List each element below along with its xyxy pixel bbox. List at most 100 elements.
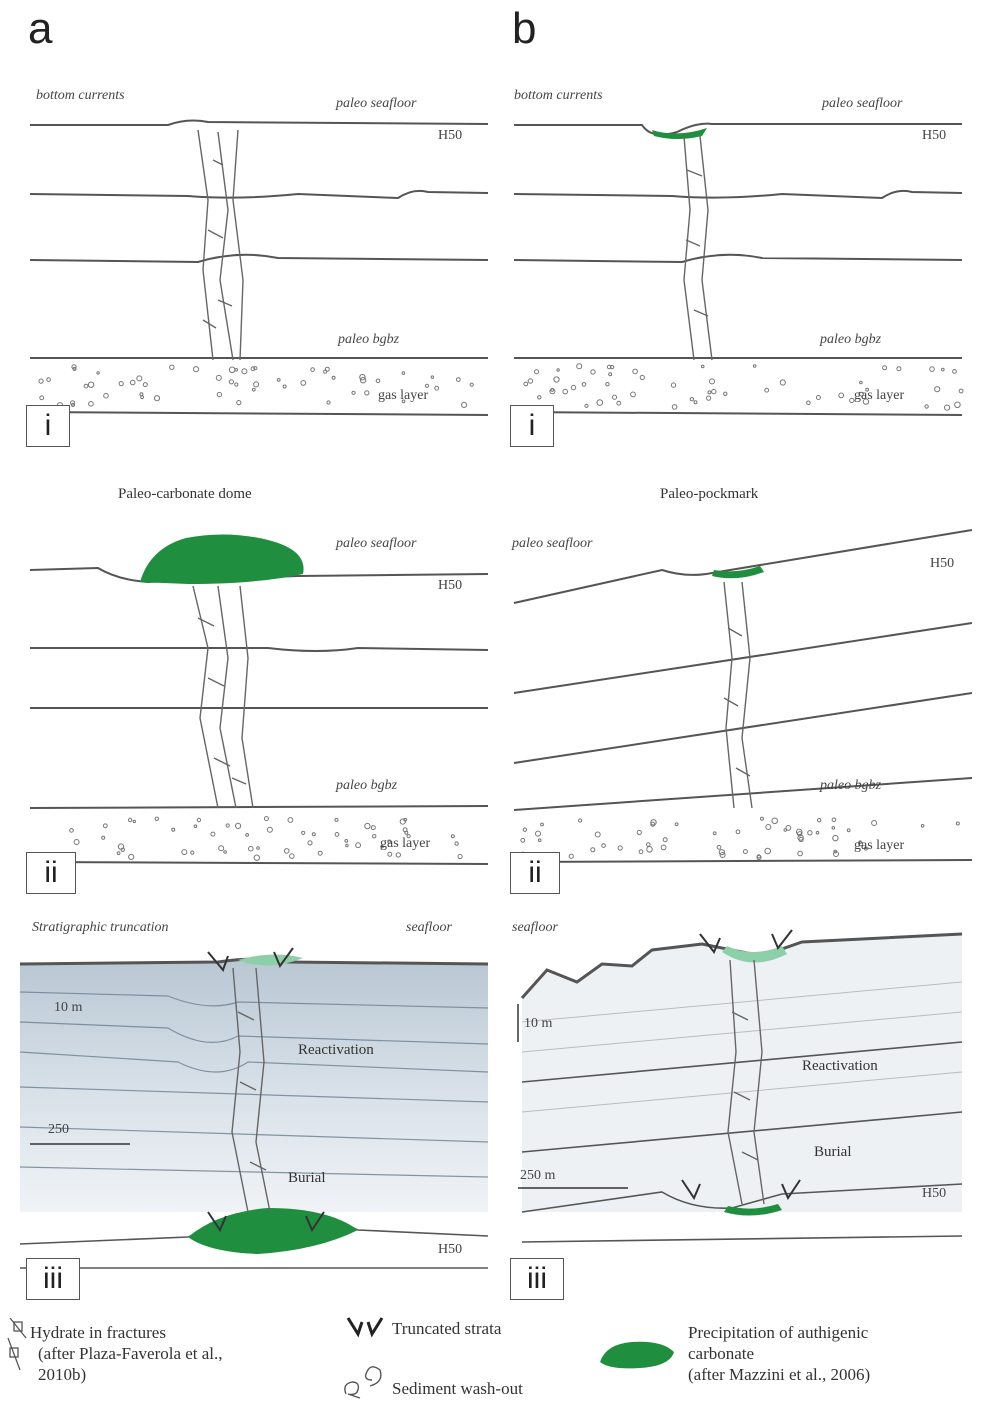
gas-bubble (335, 833, 339, 837)
gas-bubble (97, 372, 99, 374)
gas-bubble (661, 845, 666, 850)
gas-bubble (935, 387, 940, 392)
gas-bubble (930, 367, 935, 372)
panel-b-ii: Paleo-pockmark paleo seafloor H50 paleo … (502, 478, 972, 898)
gas-bubble (808, 831, 812, 835)
label-burial: Burial (288, 1170, 326, 1187)
gas-bubble (690, 398, 693, 401)
gas-bubble (458, 854, 462, 858)
gas-bubble (786, 826, 791, 831)
gas-bubble (833, 835, 838, 840)
carbonate-patch (652, 128, 707, 139)
panel-number-box: ii (510, 852, 560, 894)
gas-bubble (88, 382, 93, 387)
gas-bubble (365, 391, 369, 395)
gas-bubble (39, 379, 43, 383)
gas-bubble (557, 369, 559, 371)
gas-bubble (217, 392, 221, 396)
gas-bubble (405, 831, 408, 834)
legend-carbonate-line1: Precipitation of authigenic (688, 1322, 870, 1343)
gas-bubble (172, 828, 175, 831)
legend-hydrate-line2: (after Plaza-Faverola et al., (30, 1343, 223, 1364)
gas-bubble (133, 820, 135, 822)
gas-bubble (224, 851, 227, 854)
gas-bubble (154, 396, 159, 401)
gas-bubble (956, 822, 959, 825)
label-h50: H50 (922, 128, 946, 144)
label-scale-vertical: 10 m (524, 1016, 552, 1032)
gas-bubble (647, 847, 653, 853)
gas-bubble (753, 365, 756, 368)
label-paleo-seafloor: paleo seafloor (512, 536, 593, 552)
gas-bubble (925, 405, 928, 408)
gas-bubble (324, 370, 327, 373)
gas-bubble (579, 819, 582, 822)
label-paleo-bgbz: paleo bgbz (336, 778, 397, 794)
gas-bubble (137, 376, 142, 381)
gas-bubble (883, 366, 887, 370)
label-gas-layer: gas layer (380, 836, 430, 852)
hydrate-fracture-icon (4, 1318, 32, 1374)
gas-bubble (182, 850, 187, 855)
label-seafloor: seafloor (512, 920, 558, 936)
panel-number-box: i (26, 405, 70, 447)
label-reactivation: Reactivation (298, 1042, 374, 1059)
gas-bubble (104, 393, 109, 398)
gas-bubble (521, 838, 525, 842)
gas-bubble (335, 818, 338, 821)
label-burial: Burial (814, 1144, 852, 1161)
gas-bubble (312, 833, 315, 836)
gas-bubble (191, 851, 194, 854)
gas-bubble (953, 370, 957, 374)
gas-bubble (356, 843, 361, 848)
gas-bubble (612, 395, 616, 399)
label-gas-layer: gas layer (378, 388, 428, 404)
gas-bubble (396, 853, 400, 857)
panel-a-ii-drawing (18, 478, 488, 898)
gas-bubble (617, 401, 621, 405)
gas-bubble (637, 830, 641, 834)
gas-bubble (332, 376, 335, 379)
gas-bubble (119, 382, 123, 386)
label-paleo-seafloor: paleo seafloor (336, 536, 417, 552)
gas-bubble (671, 383, 675, 387)
label-h50: H50 (922, 1186, 946, 1202)
carbonate-icon (596, 1336, 678, 1372)
gas-bubble (832, 818, 836, 822)
gas-bubble (327, 401, 330, 404)
panel-a-iii-drawing (18, 912, 488, 1304)
gas-bubble (435, 386, 439, 390)
label-paleo-seafloor: paleo seafloor (336, 96, 417, 112)
gas-bubble (647, 843, 651, 847)
label-paleo-bgbz: paleo bgbz (820, 332, 881, 348)
gas-bubble (254, 382, 259, 387)
label-gas-layer: gas layer (854, 838, 904, 854)
gas-bubble (284, 849, 289, 854)
gas-bubble (798, 851, 803, 856)
label-seafloor: seafloor (406, 920, 452, 936)
gas-bubble (538, 839, 541, 842)
gas-bubble (724, 392, 727, 395)
gas-bubble (585, 404, 588, 407)
gas-bubble (229, 367, 235, 373)
gas-bubble (311, 368, 315, 372)
gas-bubble (40, 396, 44, 400)
sediment-washout-icon (340, 1364, 390, 1402)
gas-bubble (219, 846, 224, 851)
hydrate-chimney (724, 582, 752, 808)
gas-bubble (640, 375, 644, 379)
gas-bubble (236, 823, 241, 828)
gas-bubble (534, 370, 538, 374)
gas-bubble (524, 382, 528, 386)
gas-bubble (103, 824, 107, 828)
panel-number-box: ii (26, 852, 76, 894)
hydrate-chimney (684, 136, 712, 360)
gas-bubble (663, 838, 667, 842)
label-h50: H50 (438, 128, 462, 144)
gas-bubble (772, 818, 778, 824)
legend-hydrate-line1: Hydrate in fractures (30, 1322, 223, 1343)
label-paleo-bgbz: paleo bgbz (338, 332, 399, 348)
gas-bubble (70, 829, 74, 833)
gas-bubble (708, 391, 711, 394)
label-stratigraphic-truncation: Stratigraphic truncation (32, 920, 169, 936)
